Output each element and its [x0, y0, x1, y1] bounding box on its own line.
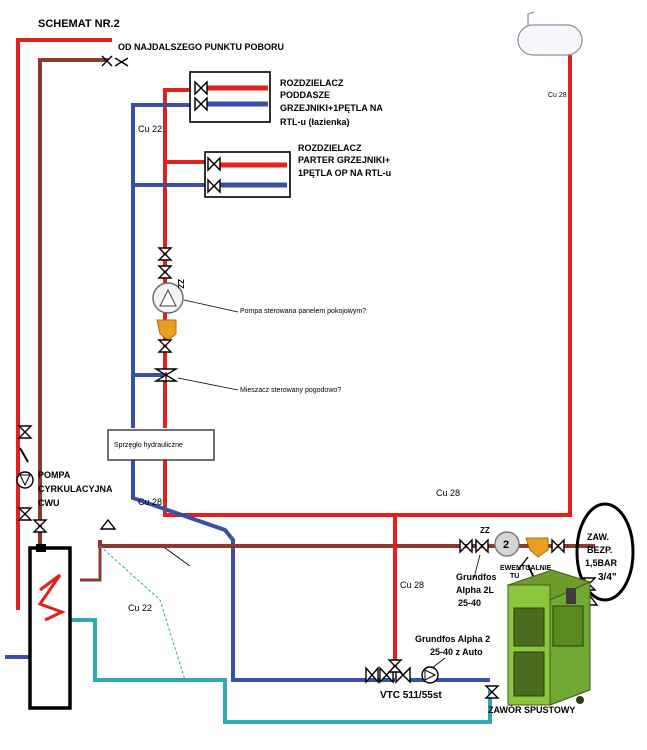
pipe-supply-boiler [163, 55, 572, 517]
label-manifold-attic-4: RTL-u (łazienka) [280, 117, 350, 127]
label-safety-2: BEZP. [587, 545, 612, 555]
boiler-icon [506, 569, 592, 706]
circulation-valve-top [17, 425, 33, 439]
check-valve-zz [157, 265, 173, 279]
label-manifold-attic-3: GRZEJNIKI+1PĘTLA NA [280, 103, 383, 113]
drain-valve-icon [484, 685, 500, 699]
cylinder-top-port [36, 544, 46, 552]
label-manifold-ground-3: 1PĘTLA OP NA RTL-u [298, 168, 391, 178]
circulation-valve-bottom [17, 507, 33, 521]
label-cu28-lower: Cu 28 [400, 580, 424, 590]
valve-boiler-line-1 [459, 538, 473, 554]
vtc-valve-icon [379, 659, 411, 684]
valve-attic-return [194, 96, 208, 112]
label-safety-4: 3/4" [598, 572, 617, 583]
label-circ-pump-3: CWU [38, 498, 60, 508]
label-vtc: VTC 511/55st [380, 690, 442, 701]
filter-icon [156, 319, 177, 341]
page-title: SCHEMAT NR.2 [38, 18, 120, 30]
label-pump-number: 2 [503, 539, 509, 551]
label-zz-top: ZZ [176, 279, 185, 289]
label-circ-pump-2: CYRKULACYJNA [38, 484, 113, 494]
label-safety-1: ZAW. [587, 532, 609, 542]
pipe-return-riser [131, 103, 195, 428]
leader-pump [183, 299, 239, 313]
label-manifold-attic-1: ROZDZIELACZ [280, 78, 344, 88]
alpha2-pump-icon [421, 666, 439, 684]
label-alpha2-2: 25-40 z Auto [430, 647, 483, 657]
label-cu22-bottom: Cu 22 [128, 603, 152, 613]
pipe-circ-left [38, 58, 108, 545]
boiler-outlet [566, 588, 576, 604]
label-hydraulic-clutch: Sprzęgło hydrauliczne [114, 442, 183, 449]
pipe-hot-coil-in [80, 546, 102, 582]
valve-far-point [101, 55, 129, 67]
optional-check-valve [527, 564, 535, 579]
label-cu28-mid: Cu 28 [436, 488, 460, 498]
pipe-return-boiler [131, 460, 395, 682]
pipe-teal-return [45, 618, 492, 724]
safety-valve-oval [575, 502, 635, 602]
mixer-valve-icon [153, 368, 179, 382]
dhw-coil [37, 573, 66, 622]
pipe-hot-horizontal [98, 540, 595, 548]
hydraulic-clutch-box [107, 429, 215, 461]
label-alpha2l-2: Alpha 2L [456, 585, 495, 595]
dhw-cylinder [28, 546, 72, 710]
valve-riser-bottom [157, 339, 173, 353]
valve-alpha-left [365, 666, 379, 684]
label-far-point: OD NAJDALSZEGO PUNKTU POBORU [118, 42, 284, 52]
valve-boiler-line-2 [475, 538, 489, 554]
label-optional-1: EWENTUALNIE [500, 565, 552, 572]
label-optional-2: TU [510, 573, 519, 580]
valve-ground-supply [207, 156, 221, 172]
label-mixer-question: Mieszacz sterowany pogodowo? [240, 387, 341, 394]
manifold-attic-box [189, 71, 271, 123]
leader-line-1 [164, 547, 191, 567]
pipe-supply-riser [163, 88, 195, 428]
valve-riser-top [157, 247, 173, 261]
filter-boiler-icon [525, 537, 549, 558]
label-circ-pump-1: POMPA [38, 470, 71, 480]
air-vent-left [99, 518, 117, 530]
label-manifold-attic-2: PODDASZE [280, 90, 330, 100]
label-pump-question: Pompa sterowana panelem pokojowym? [240, 308, 366, 315]
label-zz-right: ZZ [480, 526, 490, 535]
label-alpha2l-3: 25-40 [458, 598, 481, 608]
label-safety-3: 1,5BAR [585, 558, 618, 568]
optional-arrow [517, 556, 529, 571]
valve-ground-return [207, 178, 221, 194]
label-manifold-ground-2: PARTER GRZEJNIKI+ [298, 155, 390, 165]
label-manifold-ground-1: ROZDZIELACZ [298, 143, 362, 153]
label-cu22-top: Cu 22 [138, 124, 162, 134]
label-alpha2l-1: Grundfos [456, 572, 497, 582]
leader-alpha2l [473, 554, 481, 579]
pump-2-icon [494, 531, 520, 557]
leader-alpha2 [431, 657, 446, 669]
valve-boiler-line-3 [551, 538, 565, 554]
circulation-pump-icon [16, 471, 34, 489]
label-cu28-left: Cu 28 [138, 497, 162, 507]
check-valve-circ [19, 447, 29, 463]
cylinder-valve [32, 519, 48, 533]
pipe-leader-dashed [99, 545, 186, 681]
label-cu28-right: Cu 28 [548, 92, 567, 99]
leader-mixer [177, 377, 239, 391]
label-drain-valve: ZAWÓR SPUSTOWY [488, 704, 575, 715]
expansion-vessel-icon [517, 11, 583, 56]
pump-icon [152, 282, 184, 314]
label-alpha2-1: Grundfos Alpha 2 [415, 634, 490, 644]
valve-attic-supply [194, 80, 208, 96]
pipe-dhw-left [16, 38, 107, 610]
